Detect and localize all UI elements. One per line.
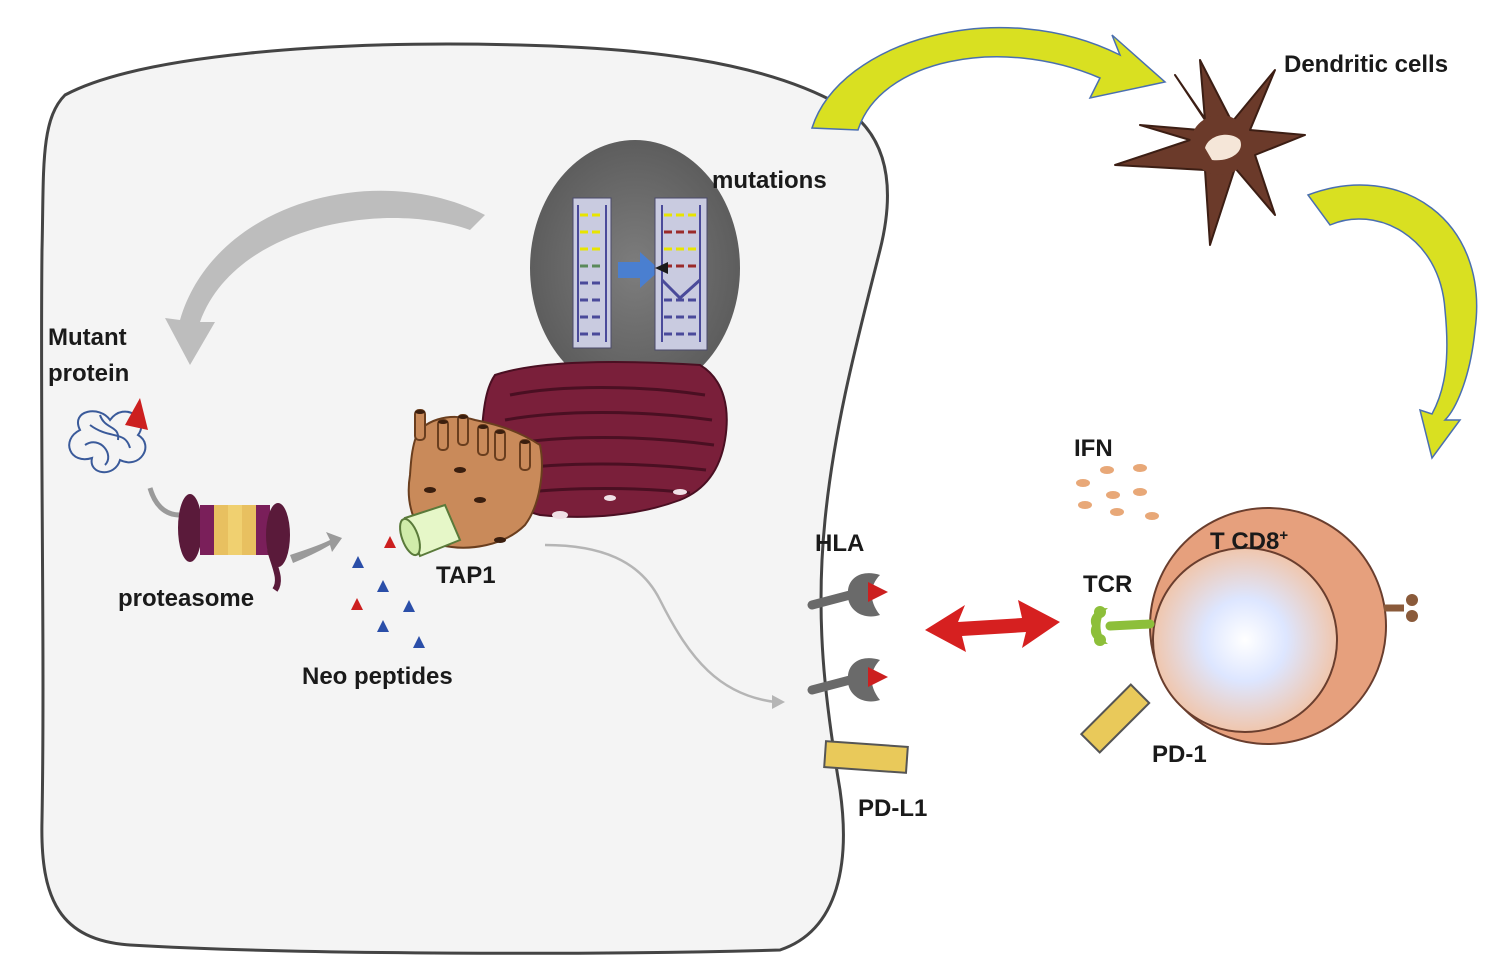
label-mutations: mutations <box>712 167 827 194</box>
label-neo-peptides: Neo peptides <box>302 663 453 690</box>
pdl1-ligand-icon <box>823 740 909 774</box>
label-tap1: TAP1 <box>436 562 496 589</box>
hla-receptor-icon <box>807 573 888 702</box>
tap1-channel-icon <box>399 503 462 558</box>
proteasome-icon <box>178 494 290 592</box>
t-cell-icon <box>1079 507 1418 754</box>
gray-arrow-to-protein <box>165 190 485 365</box>
label-tcr: TCR <box>1083 571 1133 598</box>
dendritic-cell-icon <box>1114 59 1306 246</box>
yellow-arrow-to-tcell <box>1306 184 1478 460</box>
label-mutant-protein-2: protein <box>48 360 130 387</box>
interaction-double-arrow <box>925 600 1060 652</box>
tcr-receptor-icon <box>1090 606 1155 646</box>
transport-arrow <box>544 543 776 704</box>
gray-arrow-to-peptides <box>290 532 342 563</box>
label-t-cell-sup: + <box>1279 527 1289 544</box>
label-dendritic-cells: Dendritic cells <box>1284 51 1449 78</box>
label-pd1: PD-1 <box>1152 741 1207 768</box>
label-t-cell-text: T CD8 <box>1210 528 1280 555</box>
gray-arrow-to-proteasome <box>147 487 181 518</box>
label-pdl1: PD-L1 <box>858 795 928 822</box>
mutant-protein-icon <box>68 410 147 474</box>
label-mutant-protein-1: Mutant <box>48 324 127 351</box>
ifn-dots-icon <box>1076 464 1159 520</box>
label-proteasome: proteasome <box>118 585 255 612</box>
yellow-arrow-to-dc <box>810 26 1167 131</box>
nucleus-dna-icon <box>530 140 740 396</box>
neo-peptides-icon <box>351 536 425 648</box>
mutant-epitope <box>125 398 148 430</box>
label-t-cell: T CD8+ <box>1210 527 1289 555</box>
label-hla: HLA <box>815 530 865 557</box>
label-ifn: IFN <box>1074 435 1113 462</box>
